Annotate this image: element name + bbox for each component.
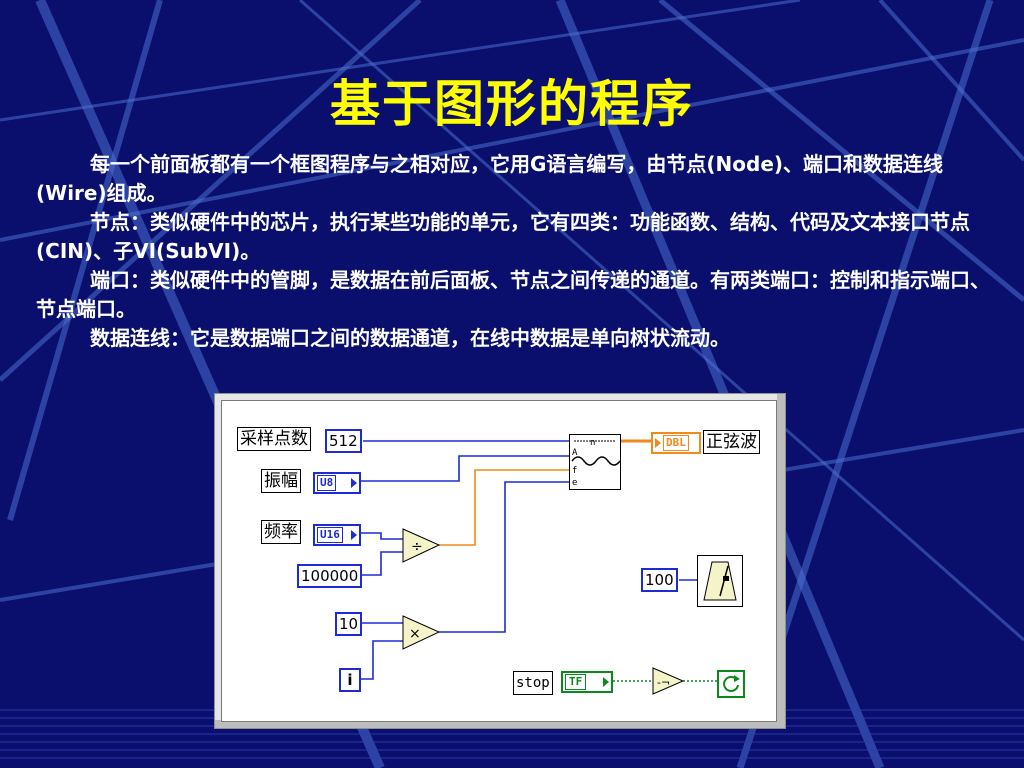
- input-arrow-icon: [655, 438, 661, 448]
- stop-button-control[interactable]: TF: [561, 671, 613, 693]
- output-type: DBL: [663, 435, 689, 451]
- wire-frequency: [361, 532, 403, 540]
- sine-pattern-node: n A f e: [569, 434, 621, 490]
- not-node: -¬: [652, 667, 685, 695]
- label-amplitude: 振幅: [261, 469, 301, 493]
- slide-title: 基于图形的程序: [330, 75, 694, 133]
- loop-condition-terminal: [717, 670, 745, 698]
- amplitude-control[interactable]: U8: [313, 472, 361, 494]
- wire-iteration: [361, 640, 403, 680]
- const-multiplier: 10: [335, 612, 363, 636]
- output-arrow-icon: [351, 478, 357, 488]
- sine-wave-indicator: DBL: [651, 432, 701, 454]
- frequency-type: U16: [317, 527, 343, 543]
- iteration-terminal: i: [339, 668, 361, 692]
- output-arrow-icon: [351, 530, 357, 540]
- loop-arrow-icon: [723, 675, 740, 692]
- output-arrow-icon: [603, 677, 609, 687]
- wire-divisor: [361, 551, 403, 576]
- frequency-control[interactable]: U16: [313, 524, 361, 546]
- amplitude-type: U8: [317, 475, 337, 491]
- label-sine-wave: 正弦波: [703, 430, 760, 454]
- wire-phase: [439, 481, 569, 633]
- label-frequency: 频率: [261, 520, 301, 544]
- wait-timer-node: [697, 555, 743, 607]
- const-wait-ms: 100: [641, 568, 678, 592]
- paragraph-wire: 数据连线：它是数据端口之间的数据通道，在线中数据是单向树状流动。: [90, 326, 730, 350]
- svg-text:×: ×: [409, 626, 421, 642]
- pin-a: A: [572, 448, 578, 458]
- block-diagram-screenshot: ÷ × -¬ n A f e 采样点数 512 振幅 U8 频率 U16 100…: [214, 393, 786, 729]
- multiply-node: ×: [402, 615, 441, 650]
- divide-node: ÷: [402, 528, 441, 563]
- label-samples: 采样点数: [237, 427, 311, 451]
- diagram-shadow-right: [777, 394, 785, 728]
- const-samples: 512: [325, 429, 362, 453]
- const-divisor: 100000: [297, 564, 363, 588]
- label-stop: stop: [513, 671, 553, 695]
- sine-wave-icon: n A f e: [571, 438, 621, 488]
- wire-freq-out: [439, 469, 569, 546]
- wire-amplitude: [361, 455, 569, 482]
- slide-body: 每一个前面板都有一个框图程序与之相对应，它用G语言编写，由节点(Node)、端口…: [36, 150, 996, 353]
- metronome-icon: [703, 561, 737, 601]
- diagram-shadow-bottom: [215, 720, 785, 728]
- pin-n: n: [590, 438, 595, 448]
- pin-f: f: [572, 466, 577, 476]
- paragraph-terminal: 端口：类似硬件中的管脚，是数据在前后面板、节点之间传递的通道。有两类端口：控制和…: [36, 268, 990, 321]
- stop-type: TF: [565, 674, 587, 690]
- svg-text:-¬: -¬: [657, 676, 670, 689]
- paragraph-intro: 每一个前面板都有一个框图程序与之相对应，它用G语言编写，由节点(Node)、端口…: [36, 152, 944, 205]
- paragraph-node: 节点：类似硬件中的芯片，执行某些功能的单元，它有四类：功能函数、结构、代码及文本…: [36, 210, 970, 263]
- wire-layer: ÷ × -¬: [361, 439, 717, 695]
- pin-e: e: [572, 478, 577, 488]
- svg-text:÷: ÷: [411, 539, 423, 555]
